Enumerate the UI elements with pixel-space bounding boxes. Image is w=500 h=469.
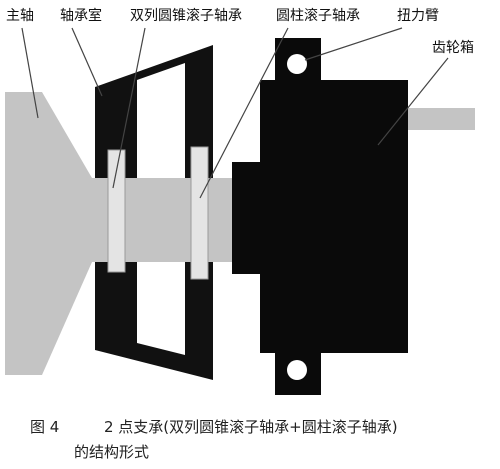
gearbox-output-shaft (400, 108, 475, 130)
caption-line-2: 的结构形式 (74, 443, 150, 461)
figure-caption: 图 4 2 点支承(双列圆锥滚子轴承+圆柱滚子轴承) (30, 416, 398, 437)
leader-bearing-housing (71, 27, 103, 97)
label-main-shaft: 主轴 (6, 8, 34, 24)
leader-gearbox (377, 57, 449, 146)
leader-double-row-tapered (112, 27, 146, 189)
gearbox-body (260, 80, 408, 353)
main-shaft-hub (5, 92, 92, 375)
cylindrical-roller-bearing (190, 146, 209, 280)
gearbox-flange (232, 162, 262, 274)
leader-cylindrical-roller (199, 27, 289, 199)
caption-line-1: 2 点支承(双列圆锥滚子轴承+圆柱滚子轴承) (104, 418, 398, 436)
leader-torque-arm (304, 27, 403, 61)
label-double-row-tapered-bearing: 双列圆锥滚子轴承 (130, 7, 242, 24)
label-gearbox: 齿轮箱 (432, 40, 474, 56)
figure-number: 图 4 (30, 418, 60, 436)
torque-arm-top-hole (287, 54, 307, 74)
label-torque-arm: 扭力臂 (397, 8, 439, 24)
label-bearing-housing: 轴承室 (60, 7, 102, 24)
leader-main-shaft (21, 27, 39, 119)
torque-arm-bottom-hole (287, 360, 307, 380)
label-cylindrical-roller-bearing: 圆柱滚子轴承 (276, 7, 360, 24)
double-row-tapered-roller-bearing (107, 149, 126, 273)
